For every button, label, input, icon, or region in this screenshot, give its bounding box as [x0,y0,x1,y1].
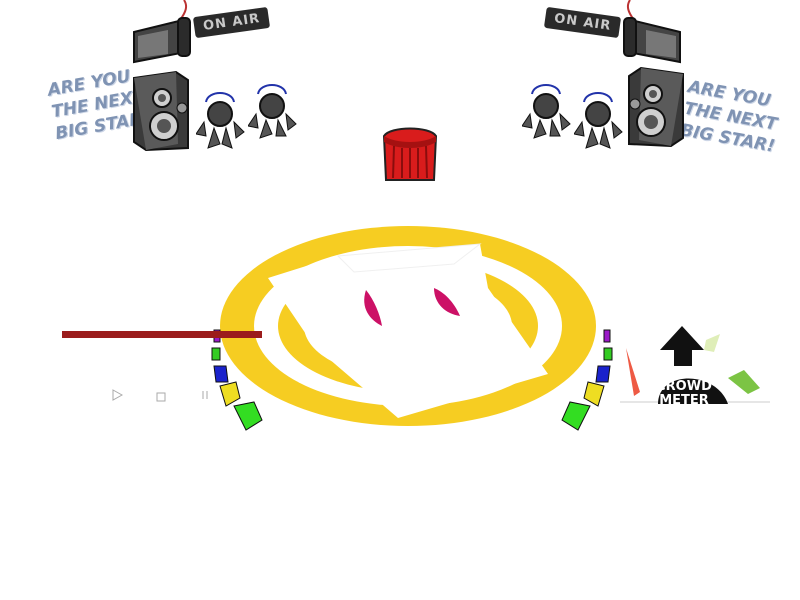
speaker-box-left [133,70,189,152]
speaker-box-right [628,66,684,148]
color-bars-right [561,329,613,431]
crowd-meter: CROWD METER [620,322,770,404]
spotlight-left-1 [196,92,245,149]
song-progress-bar[interactable] [62,331,262,338]
crowd-meter-gauge [620,326,770,404]
stage-target-ring[interactable] [218,226,602,430]
crowd-meter-label-line-1: CROWD [656,379,712,394]
spotlight-right-1 [522,84,571,139]
play-icon [112,389,123,401]
horn-speaker-right [623,0,681,64]
eye-left [364,290,382,326]
pause-button[interactable] [196,386,214,404]
eye-right [434,288,460,316]
on-air-sign-right: ON AIR [543,6,622,39]
tagline-right: ARE YOU THE NEXT BIG STAR! [679,76,785,158]
spotlight-right-2 [574,92,623,149]
crowd-meter-label-line-2: METER [659,393,709,405]
curtain-stage-icon[interactable] [380,126,440,182]
horn-speaker-left [133,0,191,64]
color-bars-left [211,329,263,431]
spotlight-left-2 [248,84,297,139]
crowd-meter-label: CROWD METER [644,379,724,405]
on-air-sign-left: ON AIR [192,6,271,39]
stop-button[interactable] [152,388,170,406]
pause-icon [202,391,208,399]
play-button[interactable] [108,386,126,404]
stop-icon [156,392,166,402]
